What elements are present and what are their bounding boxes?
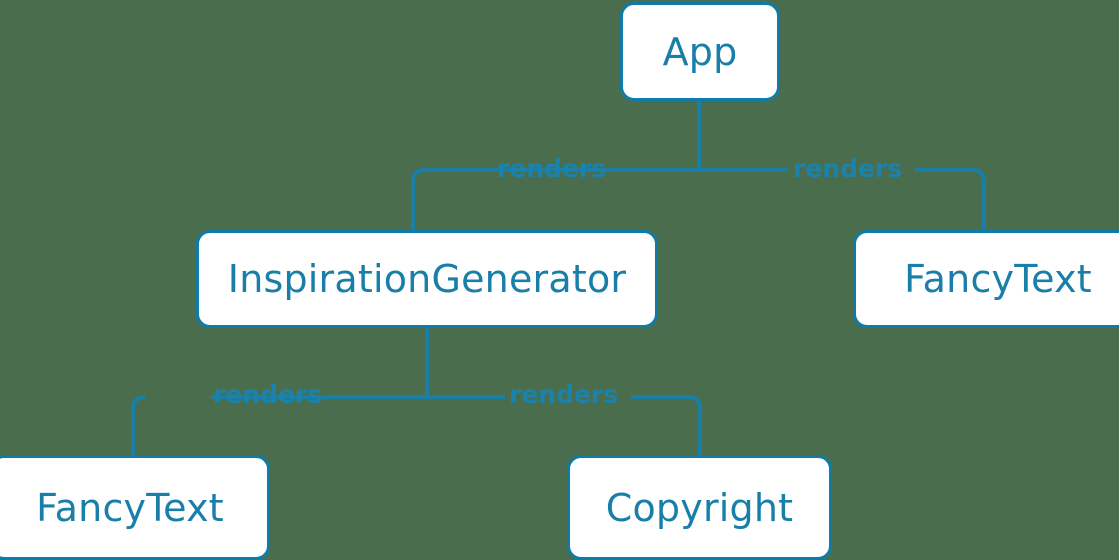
edge-app-to-inspiration [411, 168, 699, 232]
edge-label-inspiration-fancytext: renders [213, 380, 323, 409]
node-fancytext-left-label: FancyText [36, 485, 224, 530]
node-inspiration-generator-label: InspirationGenerator [227, 257, 627, 301]
edge-label-inspiration-copyright: renders [509, 380, 619, 409]
node-inspiration-generator[interactable]: InspirationGenerator [196, 230, 658, 328]
node-fancytext-right-label: FancyText [904, 257, 1092, 301]
node-fancytext-right[interactable]: FancyText [853, 230, 1119, 328]
node-app[interactable]: App [620, 2, 780, 101]
edge-label-app-inspiration: renders [497, 154, 607, 183]
edge-inspiration-to-fancytext-left [131, 395, 427, 457]
node-copyright[interactable]: Copyright [567, 455, 832, 560]
edge-inspiration-to-copyright [427, 395, 702, 457]
node-fancytext-left[interactable]: FancyText [0, 455, 270, 560]
edge-app-to-fancytext-right [699, 168, 986, 232]
edge-label-app-fancytext: renders [793, 154, 903, 183]
node-copyright-label: Copyright [605, 485, 794, 530]
node-app-label: App [662, 29, 738, 74]
